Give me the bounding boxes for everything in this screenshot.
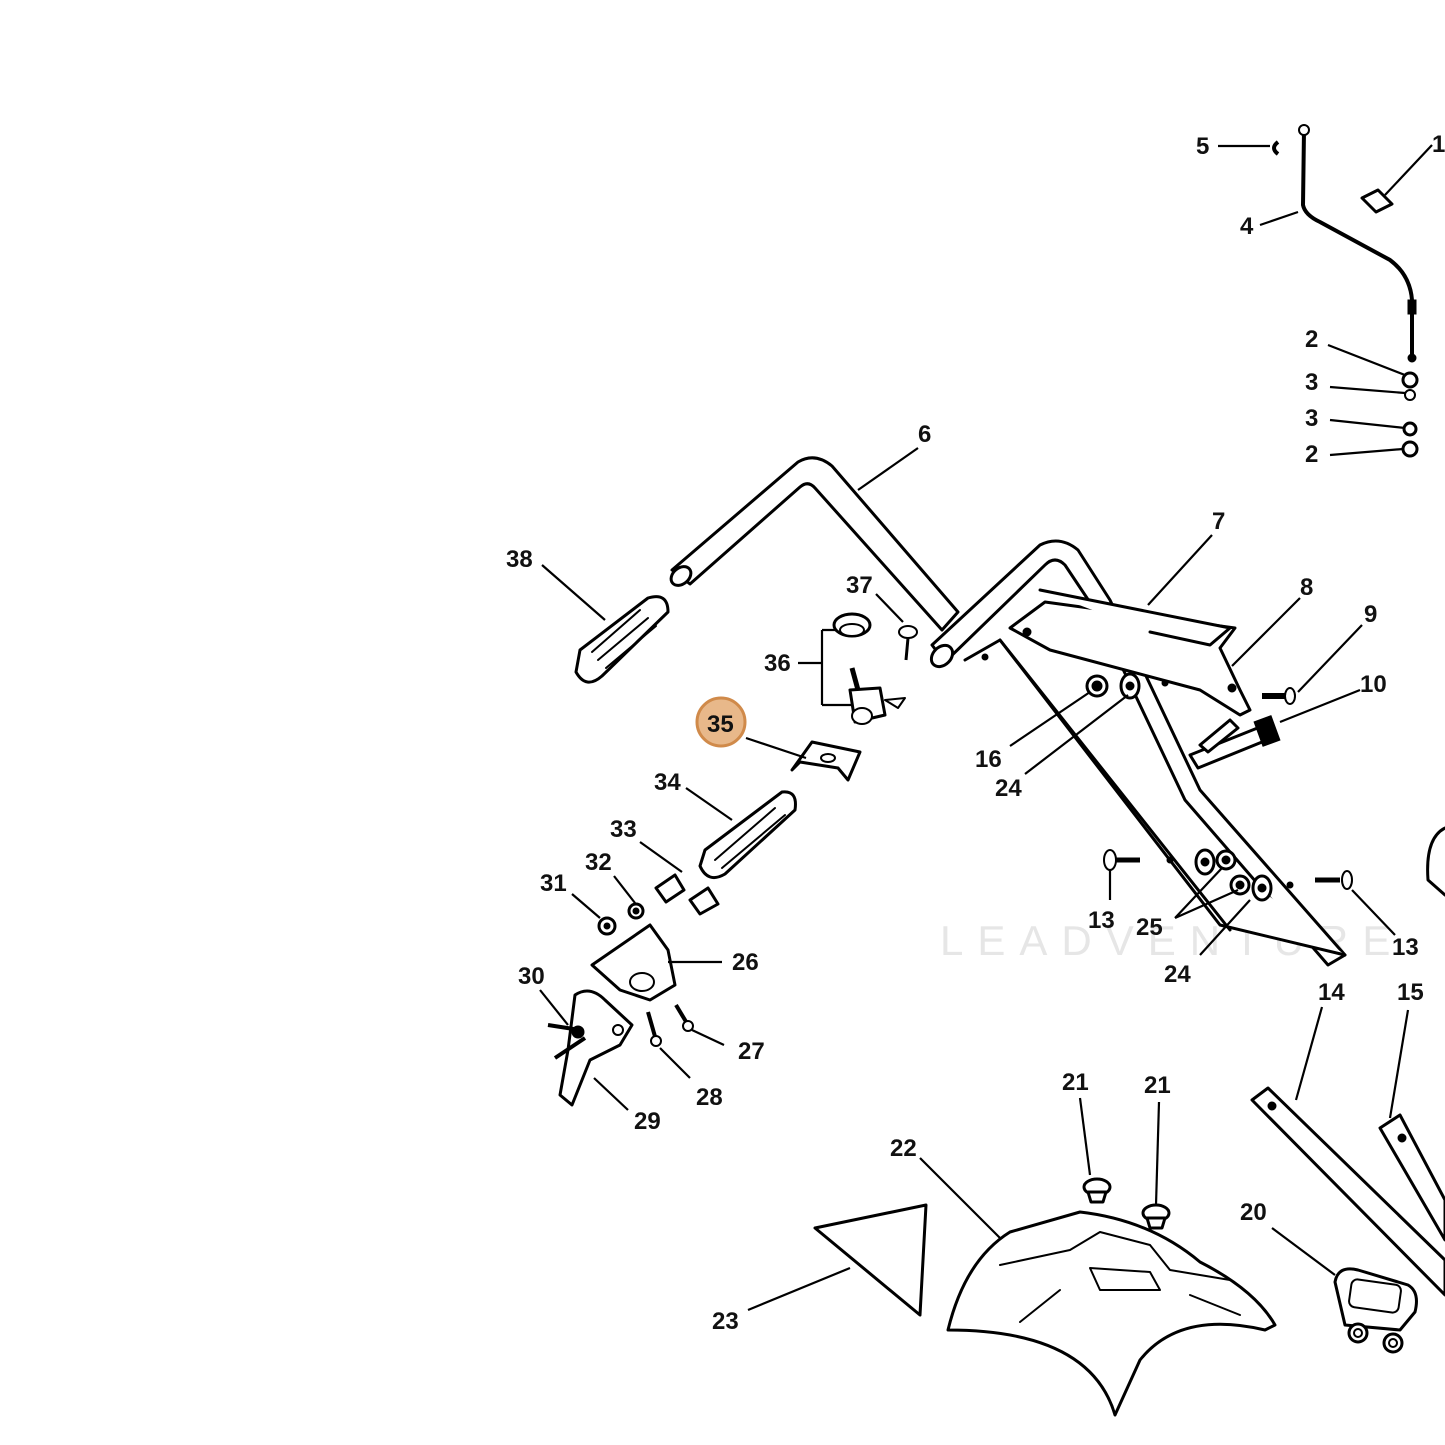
label-31: 31 bbox=[540, 870, 567, 897]
cable-nuts bbox=[1401, 371, 1419, 458]
label-38: 38 bbox=[506, 546, 533, 573]
partial-part-right bbox=[1426, 826, 1445, 897]
label-15: 15 bbox=[1397, 979, 1424, 1006]
part-22-cover bbox=[946, 1210, 1277, 1417]
part-26-clamp bbox=[590, 923, 677, 1002]
label-23: 23 bbox=[712, 1308, 739, 1335]
part-29-lever bbox=[547, 989, 634, 1107]
part-21-knob-right bbox=[1141, 1203, 1171, 1230]
label-1: 1 bbox=[1432, 131, 1445, 158]
label-10: 10 bbox=[1360, 671, 1387, 698]
label-37: 37 bbox=[846, 572, 873, 599]
label-27: 27 bbox=[738, 1038, 765, 1065]
part-4-cable bbox=[1272, 124, 1417, 363]
label-21-right: 21 bbox=[1144, 1072, 1171, 1099]
part-6-handlebar bbox=[669, 456, 960, 632]
label-8: 8 bbox=[1300, 574, 1313, 601]
label-4: 4 bbox=[1240, 213, 1254, 240]
label-21-left: 21 bbox=[1062, 1069, 1089, 1096]
part-8-bracket bbox=[1008, 588, 1252, 717]
part-14-strap bbox=[1250, 1086, 1445, 1297]
label-9: 9 bbox=[1364, 601, 1377, 628]
label-3-lower: 3 bbox=[1305, 405, 1318, 432]
label-2-lower: 2 bbox=[1305, 441, 1318, 468]
label-29: 29 bbox=[634, 1108, 661, 1135]
label-28: 28 bbox=[696, 1084, 723, 1111]
part-34-grip bbox=[698, 790, 797, 880]
part-28-screw bbox=[646, 1011, 662, 1047]
label-3-upper: 3 bbox=[1305, 369, 1318, 396]
part-15-strap bbox=[1378, 1113, 1445, 1242]
label-5: 5 bbox=[1196, 133, 1209, 160]
label-24-lower: 24 bbox=[1164, 961, 1191, 988]
part-23-shield bbox=[813, 1203, 928, 1317]
part-9-bolt bbox=[1262, 687, 1296, 705]
label-20: 20 bbox=[1240, 1199, 1267, 1226]
highlight-marker[interactable] bbox=[695, 696, 747, 748]
part-7-handle-frame bbox=[929, 539, 1347, 967]
label-34: 34 bbox=[654, 769, 681, 796]
part-32-nut bbox=[627, 902, 645, 920]
part-36-switch bbox=[832, 612, 906, 725]
label-14: 14 bbox=[1318, 979, 1345, 1006]
part-35-clip bbox=[790, 740, 862, 782]
part-labels: 1 2 3 3 2 4 5 6 7 8 9 10 13 13 14 15 16 … bbox=[506, 131, 1445, 1335]
label-22: 22 bbox=[890, 1135, 917, 1162]
part-38-grip bbox=[574, 595, 670, 684]
part-13-bolt-right bbox=[1315, 870, 1353, 890]
label-26: 26 bbox=[732, 949, 759, 976]
label-2-upper: 2 bbox=[1305, 326, 1318, 353]
frame-fasteners bbox=[1085, 672, 1273, 902]
part-37-screw bbox=[898, 625, 918, 661]
part-33-bushings bbox=[654, 873, 720, 916]
label-30: 30 bbox=[518, 963, 545, 990]
part-27-screw bbox=[674, 1003, 694, 1032]
label-33: 33 bbox=[610, 816, 637, 843]
label-35[interactable]: 35 bbox=[707, 711, 734, 738]
label-13-right: 13 bbox=[1392, 934, 1419, 961]
leader-lines bbox=[539, 144, 1433, 1312]
label-13-left: 13 bbox=[1088, 907, 1115, 934]
label-7: 7 bbox=[1212, 508, 1225, 535]
label-25: 25 bbox=[1136, 914, 1163, 941]
label-6: 6 bbox=[918, 421, 931, 448]
part-13-bolt-left bbox=[1103, 849, 1140, 871]
part-1-ferrule bbox=[1360, 188, 1394, 214]
part-21-knob-left bbox=[1082, 1177, 1112, 1204]
part-31-nut bbox=[597, 916, 617, 936]
label-24-upper: 24 bbox=[995, 775, 1022, 802]
label-16: 16 bbox=[975, 746, 1002, 773]
label-32: 32 bbox=[585, 849, 612, 876]
part-20-plate bbox=[1333, 1267, 1418, 1354]
part-10-lever bbox=[1188, 715, 1281, 770]
label-36: 36 bbox=[764, 650, 791, 677]
